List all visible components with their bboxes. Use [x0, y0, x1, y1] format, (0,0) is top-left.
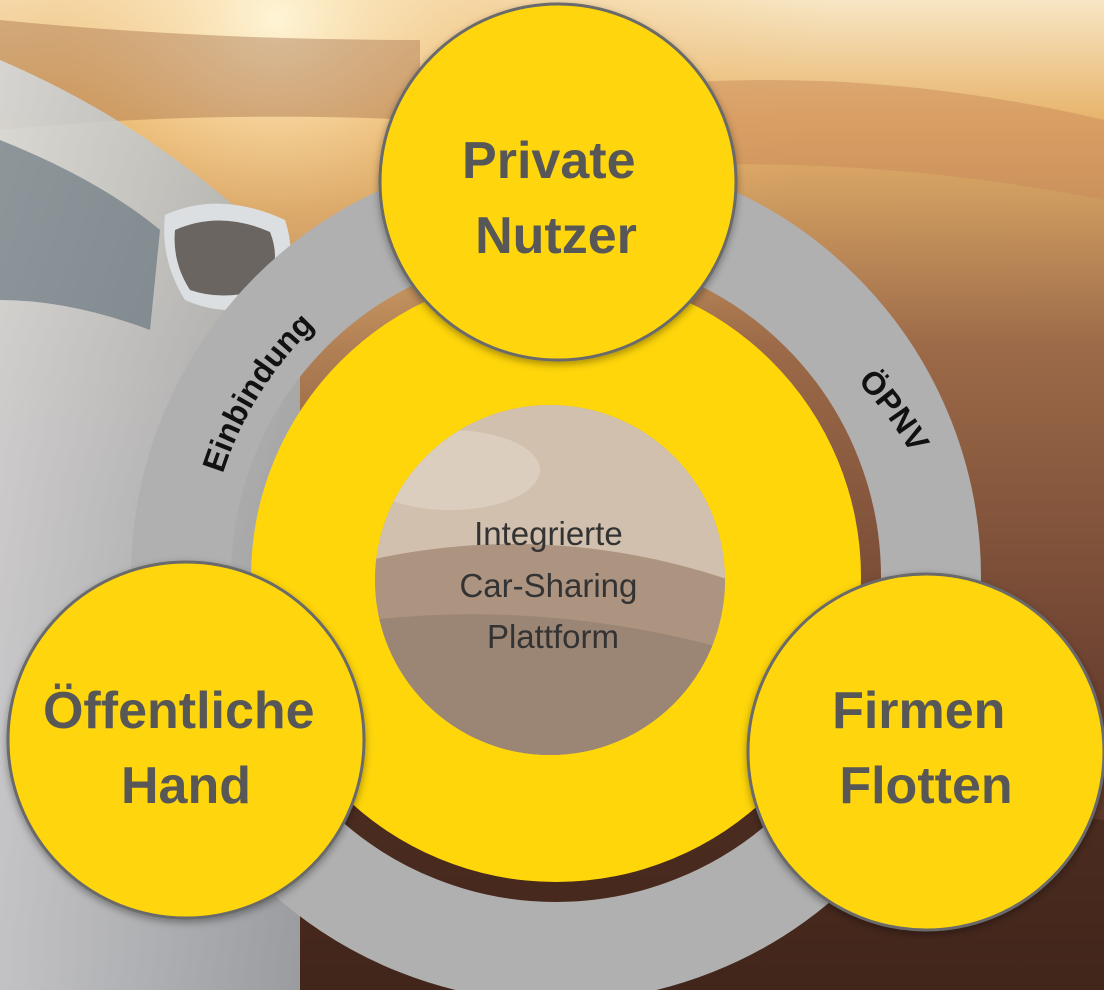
node-private-nutzer — [378, 2, 738, 362]
node-oeffentliche-hand-label: Öffentliche Hand — [43, 682, 329, 815]
center-label: Integrierte Car-Sharing Plattform — [459, 515, 646, 655]
center-circle — [375, 405, 725, 755]
node-private-nutzer-label: Private Nutzer — [462, 132, 650, 265]
node-oeffentliche-hand — [6, 560, 366, 920]
node-firmen-flotten-label: Firmen Flotten — [832, 682, 1020, 815]
node-firmen-flotten — [746, 572, 1104, 932]
